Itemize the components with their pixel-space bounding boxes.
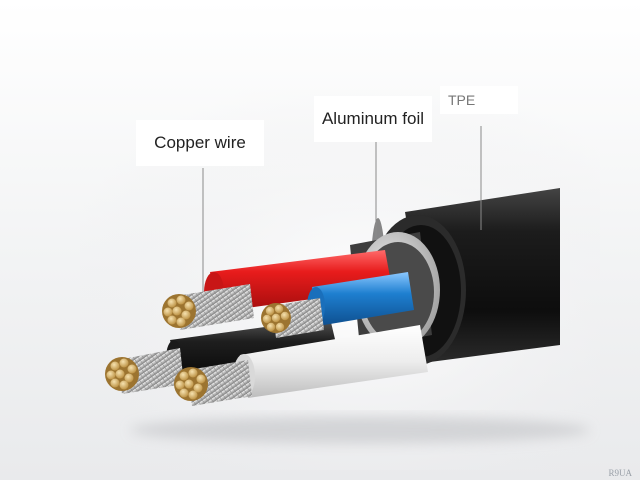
copper-wire-label: Copper wire: [136, 120, 264, 166]
copper-end-4: [174, 367, 208, 401]
leader-lines: [202, 126, 482, 292]
copper-wire-ends: [105, 294, 291, 401]
aluminum-foil-label: Aluminum foil: [314, 96, 432, 142]
copper-end-1: [162, 294, 196, 328]
cable-shadow: [130, 416, 590, 444]
copper-end-2: [261, 303, 291, 333]
watermark: R9UA: [608, 468, 632, 478]
tpe-label: TPE: [440, 86, 518, 114]
copper-end-3: [105, 357, 139, 391]
